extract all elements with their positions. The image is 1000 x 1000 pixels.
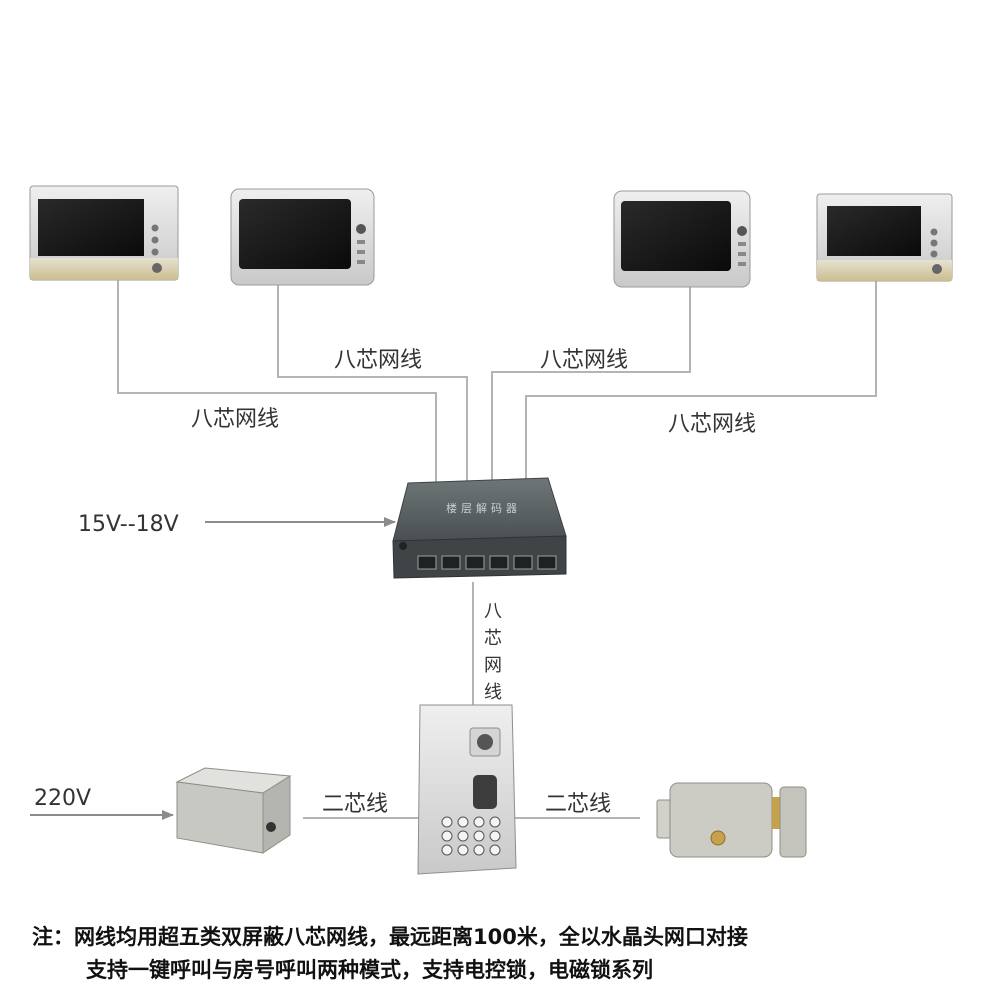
wire-monitor-1 xyxy=(117,280,437,482)
cable-label-top-left: 八芯网线 xyxy=(334,348,423,373)
floor-decoder xyxy=(392,477,567,579)
mains-input-label: 220V xyxy=(34,786,92,811)
two-core-label-left: 二芯线 xyxy=(322,792,389,817)
power-supply-box xyxy=(175,767,292,854)
cable-label-top-right: 八芯网线 xyxy=(540,348,629,373)
cable-label-vertical-char: 芯 xyxy=(484,628,502,649)
cable-label-vertical-char: 线 xyxy=(484,682,502,703)
indoor-monitor-3 xyxy=(613,190,751,288)
wire-monitor-2 xyxy=(277,285,468,482)
two-core-label-right: 二芯线 xyxy=(545,792,612,817)
cable-label-mid-left: 八芯网线 xyxy=(191,407,280,432)
indoor-monitor-2 xyxy=(230,188,375,286)
door-station-panel xyxy=(417,704,517,875)
decoder-face-text: 楼层解码器 xyxy=(446,502,521,515)
wire-monitor-3 xyxy=(491,287,691,482)
indoor-monitor-4 xyxy=(816,193,953,282)
cable-label-mid-right: 八芯网线 xyxy=(668,412,757,437)
cable-label-vertical: 八 芯 网 线 xyxy=(483,598,503,706)
cable-label-vertical-char: 网 xyxy=(484,655,502,676)
cable-label-vertical-char: 八 xyxy=(484,601,502,622)
power-input-label: 15V--18V xyxy=(78,512,179,537)
cable-wires xyxy=(117,280,877,819)
indoor-monitor-1 xyxy=(29,185,179,281)
wire-monitor-4 xyxy=(525,280,877,482)
note-line-1: 注：网线均用超五类双屏蔽八芯网线，最远距离100米，全以水晶头网口对接 xyxy=(32,925,748,949)
electric-lock xyxy=(656,782,807,858)
note-line-2: 支持一键呼叫与房号呼叫两种模式，支持电控锁，电磁锁系列 xyxy=(86,958,653,982)
